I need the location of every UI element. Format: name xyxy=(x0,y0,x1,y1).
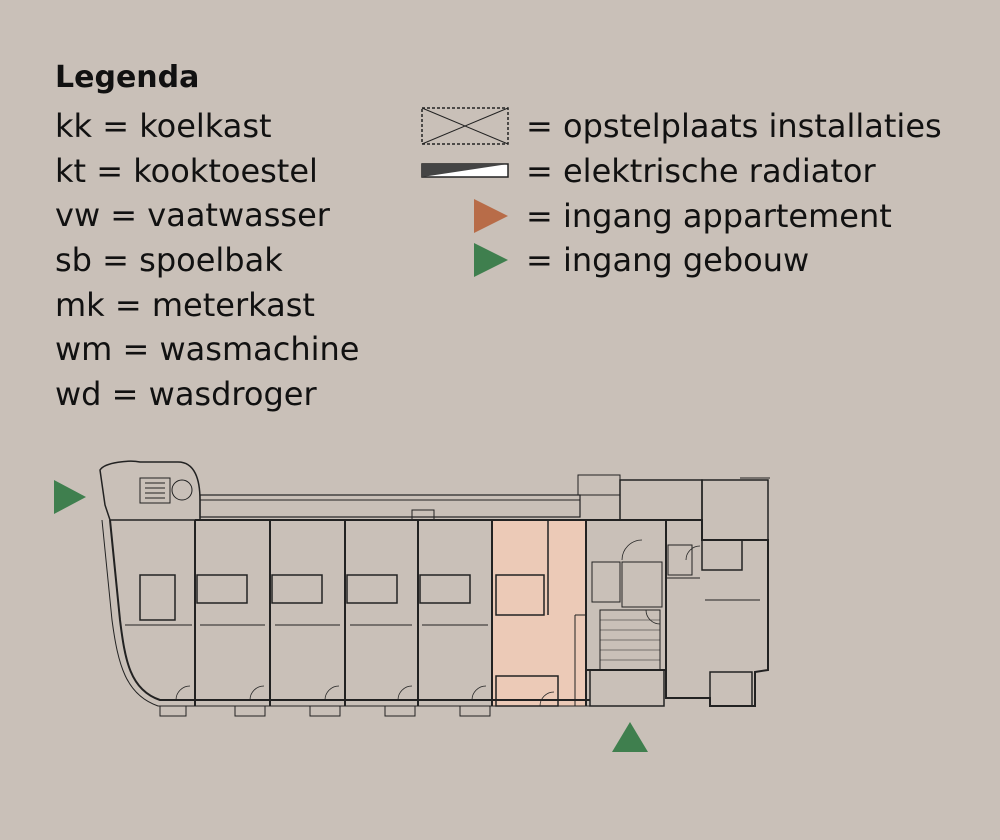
legend-item-building-entrance: = ingang gebouw xyxy=(420,238,942,283)
legend-item-wd: wd = wasdroger xyxy=(55,375,317,414)
legend-item-wm: wm = wasmachine xyxy=(55,330,360,369)
legend-title: Legenda xyxy=(55,60,200,95)
legend-label-radiator: = elektrische radiator xyxy=(526,152,876,191)
legend-item-radiator: = elektrische radiator xyxy=(420,149,942,194)
abbreviation-list: kk = koelkast kt = kooktoestel vw = vaat… xyxy=(55,104,359,417)
apartment-entrance-arrow-icon xyxy=(474,198,508,233)
installation-area-icon xyxy=(421,107,509,146)
legend-item-apartment-entrance: = ingang appartement xyxy=(420,193,942,238)
building-entrance-marker-west xyxy=(54,480,86,514)
legend-item-sb: sb = spoelbak xyxy=(55,241,283,280)
legend-item-installations: = opstelplaats installaties xyxy=(420,104,942,149)
legend-label-building-entrance: = ingang gebouw xyxy=(526,241,810,280)
building-entrance-arrow-icon xyxy=(474,243,508,278)
floor-plan xyxy=(99,460,770,717)
legend-item-mk: mk = meterkast xyxy=(55,285,315,324)
legend-item-kk: kk = koelkast xyxy=(55,107,272,145)
symbol-legend-list: = opstelplaats installaties = elektrisch… xyxy=(420,104,942,283)
electric-radiator-icon xyxy=(421,163,509,178)
legend-label-apartment-entrance: = ingang appartement xyxy=(526,196,892,235)
building-entrance-marker-south xyxy=(612,722,648,752)
legend-item-kt: kt = kooktoestel xyxy=(55,151,318,190)
legend-item-vw: vw = vaatwasser xyxy=(55,196,330,235)
legend-label-installations: = opstelplaats installaties xyxy=(526,107,942,146)
